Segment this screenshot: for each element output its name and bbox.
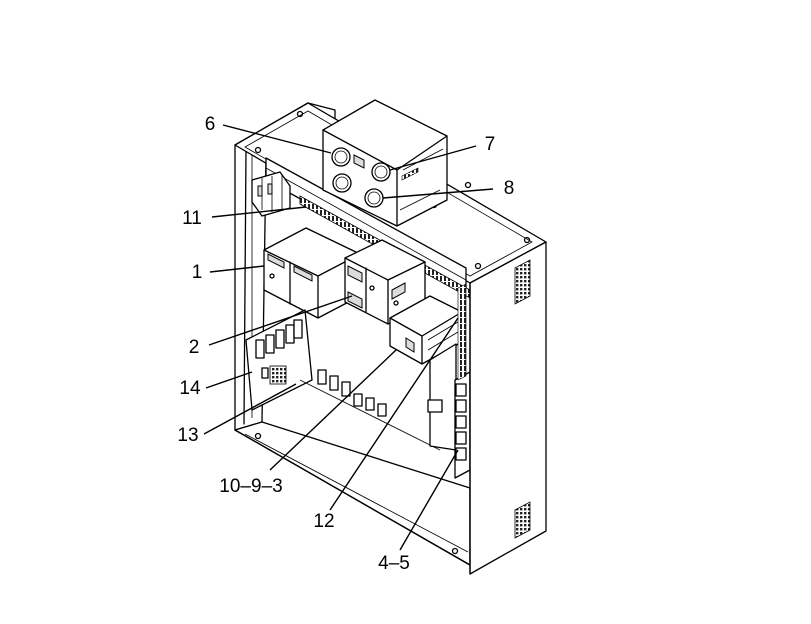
leader-lines: [203, 124, 494, 551]
knob-6: [331, 147, 351, 167]
knob-8: [364, 188, 384, 208]
callout-12: 12: [313, 511, 334, 532]
transformer: [389, 295, 463, 365]
leader-14: [205, 371, 253, 389]
knob-7: [371, 162, 391, 182]
callout-6: 6: [205, 114, 216, 135]
leader-8: [382, 188, 494, 199]
power-supply-modules: [263, 227, 361, 319]
leader-10-9-3: [269, 349, 397, 471]
callout-labels: 6 7 8 11 1 2 14 13 10–9–3 12 4–5: [177, 114, 514, 574]
callout-2: 2: [189, 337, 200, 358]
callout-13: 13: [177, 425, 198, 446]
knob-left-lower: [332, 173, 352, 193]
callout-11: 11: [182, 208, 202, 229]
contactor-block: [344, 239, 426, 325]
leader-11: [211, 206, 307, 218]
callout-8: 8: [504, 178, 515, 199]
cabinet-right-panel: [457, 241, 547, 575]
callout-7: 7: [485, 134, 496, 155]
leader-6: [222, 124, 332, 154]
floor-components: [299, 369, 441, 451]
leader-2: [208, 295, 353, 346]
leader-1: [209, 265, 265, 273]
leader-4-5: [399, 449, 459, 551]
leader-12: [329, 317, 459, 511]
leader-7: [389, 145, 477, 171]
callout-10-9-3: 10–9–3: [219, 476, 282, 497]
control-box: [322, 99, 448, 227]
callout-1: 1: [192, 262, 203, 283]
leader-13: [203, 383, 297, 435]
callout-4-5: 4–5: [378, 553, 410, 574]
callout-14: 14: [179, 378, 201, 399]
